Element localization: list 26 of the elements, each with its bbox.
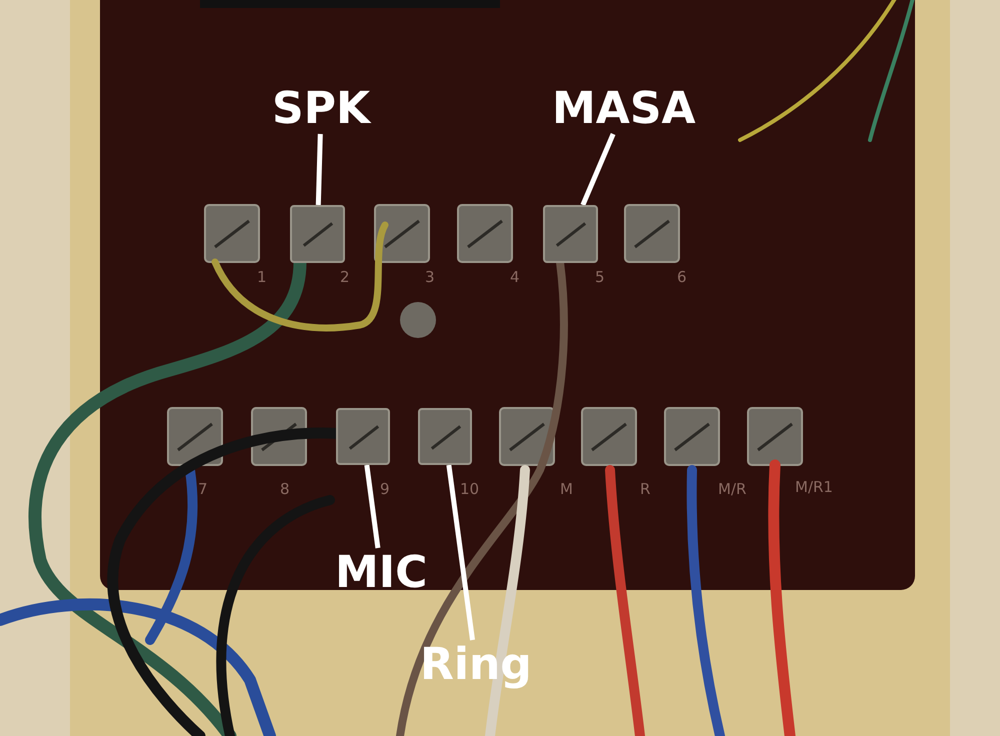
callout-label: SPK [272, 84, 370, 134]
terminal-number: 4 [510, 268, 520, 286]
terminal-number: 1 [257, 268, 267, 286]
screw-terminal [418, 408, 472, 465]
terminal-number: 8 [280, 480, 290, 498]
terminal-number: 7 [198, 480, 208, 498]
terminal-number: 5 [595, 268, 605, 286]
leader-line [364, 464, 380, 548]
callout-label: MIC [335, 548, 428, 598]
terminal-number: 10 [460, 480, 480, 498]
leader-line [316, 134, 323, 206]
screw-terminal [543, 205, 598, 263]
screw-terminal [336, 408, 390, 465]
terminal-number: M [560, 480, 573, 498]
screw-terminal [290, 205, 345, 263]
terminal-number: 6 [677, 268, 687, 286]
terminal-number: 2 [340, 268, 350, 286]
callout-label: MASA [552, 84, 696, 134]
terminal-number: M/R [718, 480, 746, 498]
terminal-number: 9 [380, 480, 390, 498]
terminal-number: M/R1 [795, 478, 833, 496]
leader-line [580, 133, 616, 206]
terminal-number: 3 [425, 268, 435, 286]
terminal-number: R [640, 480, 650, 498]
leader-line [446, 464, 475, 640]
callout-label: Ring [420, 640, 532, 690]
